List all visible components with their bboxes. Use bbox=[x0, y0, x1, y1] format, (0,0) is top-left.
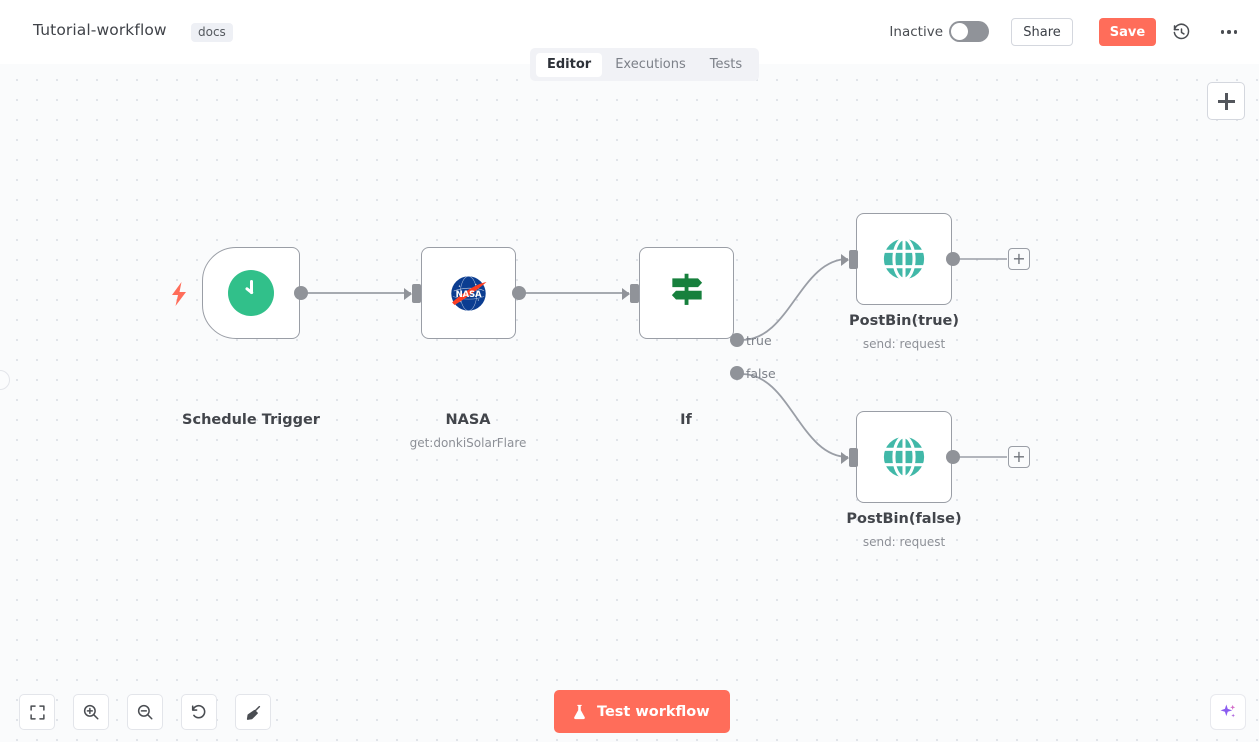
workflow-tabs: Editor Executions Tests bbox=[530, 48, 760, 81]
tab-editor[interactable]: Editor bbox=[536, 52, 603, 77]
port-out-postbin-true[interactable] bbox=[946, 252, 960, 266]
port-out-schedule-trigger[interactable] bbox=[294, 286, 308, 300]
node-nasa[interactable]: NASA bbox=[421, 247, 516, 339]
test-workflow-label: Test workflow bbox=[597, 703, 710, 720]
tidy-up-button[interactable] bbox=[235, 694, 271, 730]
port-out-if-true[interactable] bbox=[730, 333, 744, 347]
node-sublabel-postbin-true: send: request bbox=[862, 337, 946, 351]
zoom-out-button[interactable] bbox=[127, 694, 163, 730]
node-sublabel-postbin-false: send: request bbox=[862, 535, 946, 549]
reset-zoom-button[interactable] bbox=[181, 694, 217, 730]
nasa-logo-icon: NASA bbox=[451, 275, 487, 311]
tab-tests[interactable]: Tests bbox=[709, 56, 743, 72]
clock-icon bbox=[228, 270, 274, 316]
connections-layer bbox=[307, 258, 1007, 458]
node-schedule-trigger[interactable] bbox=[202, 247, 300, 339]
zoom-in-button[interactable] bbox=[73, 694, 109, 730]
toggle-knob bbox=[951, 23, 968, 40]
globe-icon bbox=[883, 237, 925, 281]
undo-icon bbox=[191, 704, 206, 719]
node-label-schedule-trigger: Schedule Trigger bbox=[182, 412, 320, 428]
node-sublabel-nasa: get:donkiSolarFlare bbox=[409, 436, 527, 450]
workflow-canvas[interactable]: Schedule Trigger NASA NASA get:donkiSola… bbox=[0, 64, 1259, 742]
node-label-if: If bbox=[680, 412, 692, 428]
signpost-icon bbox=[671, 273, 702, 305]
port-in-if bbox=[622, 284, 639, 303]
add-node-button[interactable] bbox=[1207, 82, 1245, 120]
node-if[interactable] bbox=[639, 247, 734, 339]
node-postbin-true[interactable] bbox=[856, 213, 952, 305]
flask-icon bbox=[574, 704, 585, 719]
zoom-in-icon bbox=[83, 704, 99, 720]
broom-icon bbox=[246, 705, 260, 720]
port-out-postbin-false[interactable] bbox=[946, 450, 960, 464]
test-workflow-button[interactable]: Test workflow bbox=[554, 690, 730, 733]
node-label-postbin-true: PostBin(true) bbox=[849, 313, 959, 329]
add-node-after-postbin-false[interactable]: + bbox=[1008, 446, 1030, 468]
save-button[interactable]: Save bbox=[1099, 18, 1156, 46]
add-node-after-postbin-true[interactable]: + bbox=[1008, 248, 1030, 270]
zoom-out-icon bbox=[137, 704, 153, 720]
fit-to-view-button[interactable] bbox=[19, 694, 55, 730]
tab-executions[interactable]: Executions bbox=[615, 56, 686, 72]
fullscreen-icon bbox=[29, 704, 45, 720]
port-in-postbin-true bbox=[841, 250, 858, 269]
port-in-postbin-false bbox=[841, 448, 858, 467]
port-out-nasa[interactable] bbox=[512, 286, 526, 300]
port-label-false: false bbox=[746, 366, 776, 381]
node-label-nasa: NASA bbox=[445, 412, 491, 428]
activation-toggle[interactable] bbox=[949, 21, 989, 42]
svg-text:NASA: NASA bbox=[456, 289, 482, 299]
activation-status-label: Inactive bbox=[889, 24, 943, 40]
ai-assistant-button[interactable] bbox=[1210, 694, 1246, 730]
node-postbin-false[interactable] bbox=[856, 411, 952, 503]
history-icon[interactable] bbox=[1167, 18, 1195, 46]
sparkle-icon bbox=[1220, 704, 1236, 718]
share-button[interactable]: Share bbox=[1011, 18, 1073, 46]
workflow-tag-docs[interactable]: docs bbox=[191, 23, 233, 42]
globe-icon bbox=[883, 435, 925, 479]
lightning-bolt-icon bbox=[170, 282, 188, 310]
port-in-nasa bbox=[404, 284, 421, 303]
more-options-icon[interactable] bbox=[1215, 18, 1243, 46]
port-label-true: true bbox=[746, 333, 772, 348]
page-title[interactable]: Tutorial-workflow bbox=[33, 21, 167, 39]
node-label-postbin-false: PostBin(false) bbox=[846, 511, 962, 527]
port-out-if-false[interactable] bbox=[730, 366, 744, 380]
